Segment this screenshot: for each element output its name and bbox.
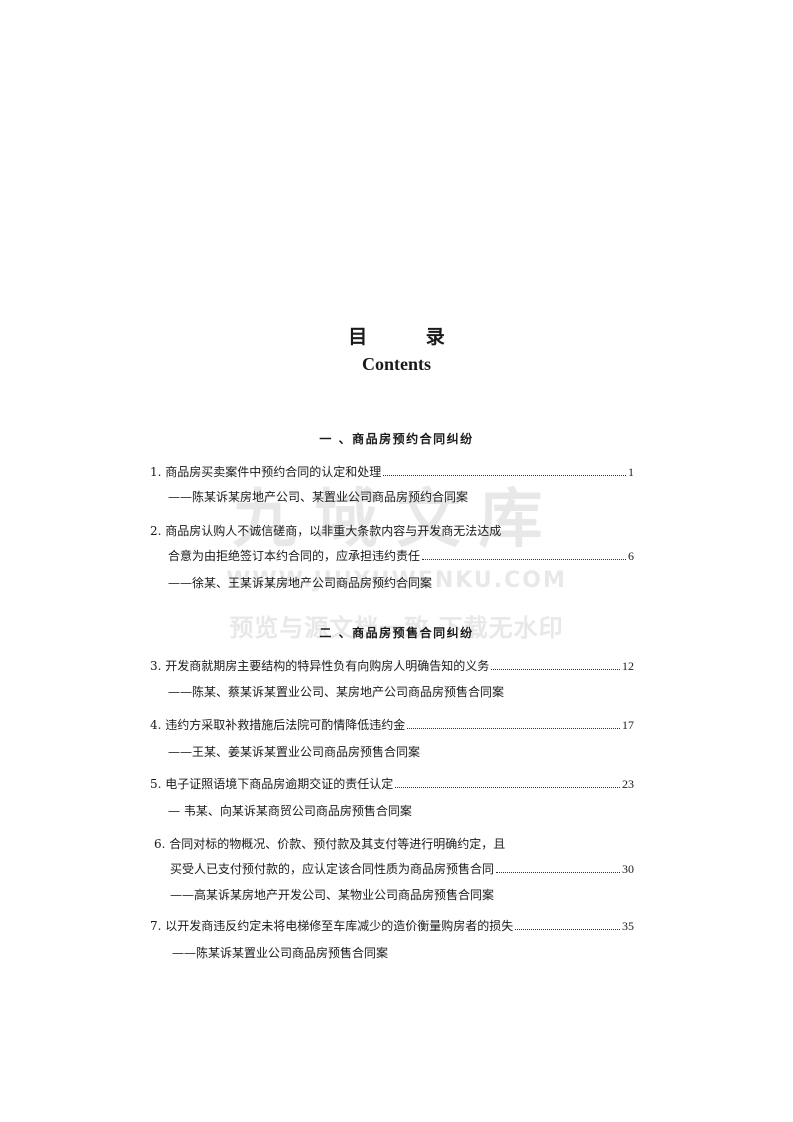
toc-leader <box>383 465 626 476</box>
toc-page-number: 1 <box>628 465 634 479</box>
toc-entry-case: ——陈某、蔡某诉某置业公司、某房地产公司商品房预售合同案 <box>168 685 505 699</box>
toc-page-number: 17 <box>622 718 634 732</box>
section-heading-1: 一 、商品房预约合同纠纷 <box>319 432 474 446</box>
watermark-logo: 九域文库 <box>232 483 561 557</box>
toc-entry-title: 5. 电子证照语境下商品房逾期交证的责任认定 <box>150 777 394 791</box>
section-heading-2: 二 、商品房预售合同纠纷 <box>319 626 474 640</box>
toc-entry-title: 1. 商品房买卖案件中预约合同的认定和处理 <box>150 465 382 479</box>
toc-entry-title: 6. 合同对标的物概况、价款、预付款及其支付等进行明确约定，且 <box>154 837 506 851</box>
toc-leader <box>395 777 620 788</box>
page-subtitle: Contents <box>361 354 431 374</box>
toc-leader <box>496 862 620 873</box>
toc-leader <box>407 718 620 729</box>
page-title: 目 录 <box>348 326 471 348</box>
toc-entry-5[interactable]: 5. 电子证照语境下商品房逾期交证的责任认定 23 <box>150 776 634 792</box>
toc-entry-case: — 韦某、向某诉某商贸公司商品房预售合同案 <box>168 804 412 818</box>
toc-entry-title: 3. 开发商就期房主要结构的特异性负有向购房人明确告知的义务 <box>150 659 490 673</box>
toc-entry-2[interactable]: 合意为由拒绝签订本约合同的，应承担违约责任 6 <box>168 548 634 564</box>
toc-entry-title: 2. 商品房认购人不诚信磋商，以非重大条款内容与开发商无法达成 <box>150 524 502 538</box>
toc-entry-3[interactable]: 3. 开发商就期房主要结构的特异性负有向购房人明确告知的义务 12 <box>150 658 634 674</box>
toc-page-number: 23 <box>622 777 634 791</box>
toc-entry-title-cont: 合意为由拒绝签订本约合同的，应承担违约责任 <box>168 549 421 563</box>
toc-entry-case: ——王某、姜某诉某置业公司商品房预售合同案 <box>168 745 421 759</box>
toc-entry-title-cont: 买受人已支付预付款的，应认定该合同性质为商品房预售合同 <box>170 862 495 876</box>
toc-entry-1[interactable]: 1. 商品房买卖案件中预约合同的认定和处理 1 <box>150 464 634 480</box>
toc-entry-case: ——高某诉某房地产开发公司、某物业公司商品房预售合同案 <box>170 888 495 902</box>
toc-entry-title: 7. 以开发商违反约定未将电梯修至车库减少的造价衡量购房者的损失 <box>150 919 514 933</box>
toc-entry-case: ——陈某诉某置业公司商品房预售合同案 <box>172 946 389 960</box>
toc-entry-7[interactable]: 7. 以开发商违反约定未将电梯修至车库减少的造价衡量购房者的损失 35 <box>150 918 634 934</box>
toc-page-number: 12 <box>622 659 634 673</box>
toc-entry-title: 4. 违约方采取补救措施后法院可酌情降低违约金 <box>150 718 406 732</box>
toc-entry-case: ——徐某、王某诉某房地产公司商品房预约合同案 <box>168 576 433 590</box>
toc-page-number: 30 <box>622 862 634 876</box>
toc-entry-6[interactable]: 买受人已支付预付款的，应认定该合同性质为商品房预售合同 30 <box>170 861 634 877</box>
toc-leader <box>422 549 626 560</box>
toc-entry-case: ——陈某诉某房地产公司、某置业公司商品房预约合同案 <box>168 490 469 504</box>
toc-page-number: 35 <box>622 919 634 933</box>
toc-leader <box>515 919 620 930</box>
toc-entry-4[interactable]: 4. 违约方采取补救措施后法院可酌情降低违约金 17 <box>150 717 634 733</box>
toc-leader <box>491 659 620 670</box>
toc-page-number: 6 <box>628 549 634 563</box>
